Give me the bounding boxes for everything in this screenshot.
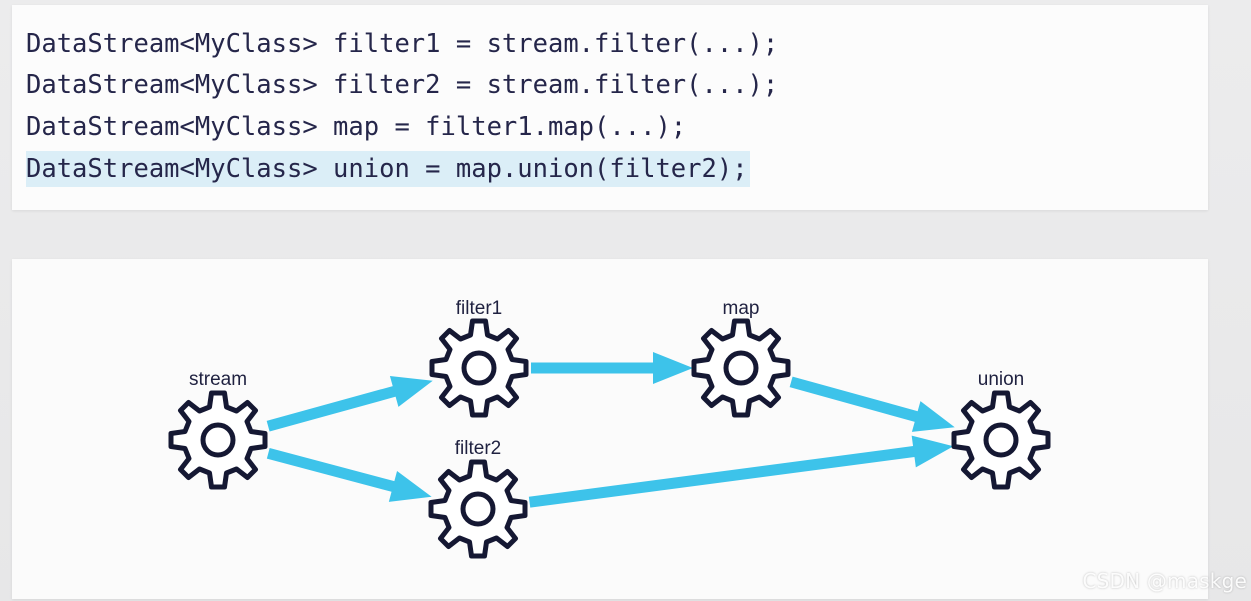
node-union: union [954,369,1048,487]
code-line-filter1: DataStream<MyClass> filter1 = stream.fil… [26,29,779,59]
gear-icon [171,393,265,487]
node-label-stream: stream [189,369,247,390]
gear-icon [694,321,788,415]
node-stream: stream [171,369,265,487]
node-filter2: filter2 [431,438,525,556]
node-map: map [694,298,788,415]
dataflow-diagram: stream filter1 filter2 map union [12,298,1208,599]
code-line-filter2: DataStream<MyClass> filter2 = stream.fil… [26,70,779,100]
arrow-shaft [266,385,398,432]
gear-icon [954,393,1048,487]
edge-filter1-to-map [531,352,693,384]
node-label-filter2: filter2 [455,438,501,459]
code-line-union-highlighted: DataStream<MyClass> union = map.union(fi… [26,151,750,187]
node-filter1: filter1 [432,298,526,415]
arrow-shaft [266,448,397,493]
arrow-head-icon [653,352,693,384]
edge-filter2-to-union [528,435,954,508]
node-label-union: union [978,369,1025,390]
arrow-shaft [528,445,917,508]
node-label-map: map [723,298,760,319]
edge-stream-to-filter2 [266,448,432,502]
arrow-head-icon [911,435,954,468]
gear-icon [431,462,525,556]
arrow-head-icon [389,375,433,407]
edge-map-to-union [789,376,955,432]
code-line-map: DataStream<MyClass> map = filter1.map(..… [26,112,687,142]
node-label-filter1: filter1 [456,298,502,319]
arrow-shaft [789,376,920,423]
watermark: CSDN @maskge [1082,569,1247,593]
dataflow-diagram-panel: stream filter1 filter2 map union [12,259,1208,599]
code-panel: DataStream<MyClass> filter1 = stream.fil… [12,5,1208,210]
edge-stream-to-filter1 [266,375,433,432]
gear-icon [432,321,526,415]
arrow-head-icon [388,470,432,502]
arrow-head-icon [911,401,955,432]
edges [266,352,955,508]
